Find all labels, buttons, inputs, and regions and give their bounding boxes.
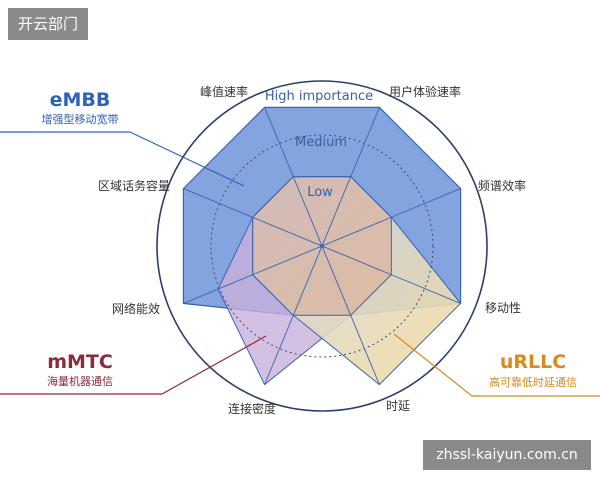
urllc-subtitle: 高可靠低时延通信 [489, 375, 577, 389]
axis-label-user-rate: 用户体验速率 [389, 84, 461, 99]
medium-ring [210, 134, 434, 358]
embb-leader-line-diag [129, 131, 245, 187]
axis-label-energy-efficiency: 网络能效 [112, 301, 160, 316]
urllc-title: uRLLC [500, 351, 566, 373]
radar-grid [156, 80, 488, 412]
embb-title: eMBB [50, 89, 111, 111]
axis-label-connection-density: 连接密度 [228, 401, 276, 416]
outer-circle [156, 80, 488, 412]
mmtc-subtitle: 海量机器通信 [47, 374, 113, 388]
axis-label-latency: 时延 [386, 399, 410, 413]
watermark: zhssl-kaiyun.com.cn [423, 440, 591, 470]
ring-label-high: High importance [265, 89, 373, 104]
axis-label-traffic-capacity: 区域话务容量 [98, 178, 170, 193]
ring-label-medium: Medium [295, 135, 347, 150]
axis-label-spectrum-efficiency: 频谱效率 [478, 178, 526, 193]
ring-label-low: Low [307, 185, 333, 200]
embb-subtitle: 增强型移动宽带 [42, 112, 119, 126]
axis-label-mobility: 移动性 [485, 301, 521, 315]
urllc-leader-line-diag [393, 333, 473, 397]
mmtc-leader-line-diag [161, 335, 267, 395]
mmtc-title: mMTC [47, 351, 113, 373]
axis-label-peak-rate: 峰值速率 [200, 84, 248, 99]
department-badge: 开云部门 [8, 8, 89, 40]
center-point [320, 244, 324, 248]
